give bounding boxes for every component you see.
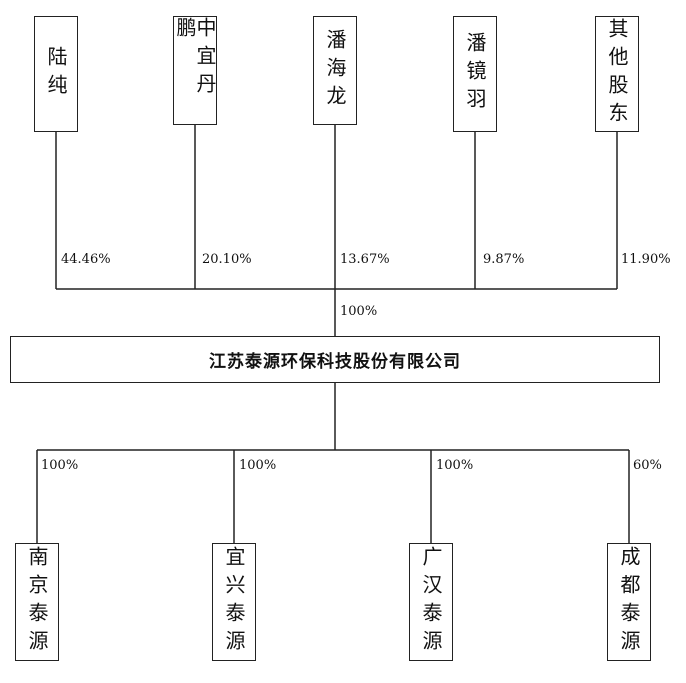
shareholder-box: 潘海龙 [313, 16, 357, 125]
subsidiary-name: 广汉泰源 [419, 546, 443, 658]
company-name: 江苏泰源环保科技股份有限公司 [209, 352, 461, 372]
subsidiary-box: 广汉泰源 [409, 543, 453, 661]
ownership-percent: 20.10% [202, 252, 252, 267]
shareholder-box: 潘镜羽 [453, 16, 497, 132]
shareholder-name: 潘海龙 [323, 28, 347, 113]
shareholder-box: 其他股东 [595, 16, 639, 132]
subsidiary-percent: 100% [41, 458, 79, 473]
shareholder-name: 陆纯 [44, 46, 68, 102]
ownership-percent: 9.87% [483, 252, 525, 267]
company-box: 江苏泰源环保科技股份有限公司 [10, 336, 660, 383]
subsidiary-percent: 60% [633, 458, 662, 473]
ownership-percent: 13.67% [340, 252, 390, 267]
subsidiary-name: 南京泰源 [25, 546, 49, 658]
ownership-percent: 44.46% [61, 252, 111, 267]
subsidiary-box: 成都泰源 [607, 543, 651, 661]
ownership-percent: 11.90% [621, 252, 671, 267]
subsidiary-percent: 100% [239, 458, 277, 473]
subsidiary-name: 宜兴泰源 [222, 546, 246, 658]
shareholder-name: 其他股东 [605, 18, 629, 130]
subsidiary-percent: 100% [436, 458, 474, 473]
shareholder-box: 中宜丹鹏 [173, 16, 217, 125]
shareholder-name: 潘镜羽 [463, 32, 487, 116]
subsidiary-box: 南京泰源 [15, 543, 59, 661]
subsidiary-name: 成都泰源 [617, 546, 641, 658]
company-ownership-percent: 100% [340, 304, 378, 319]
shareholder-name: 中宜丹鹏 [173, 17, 217, 101]
shareholder-box: 陆纯 [34, 16, 78, 132]
subsidiary-box: 宜兴泰源 [212, 543, 256, 661]
